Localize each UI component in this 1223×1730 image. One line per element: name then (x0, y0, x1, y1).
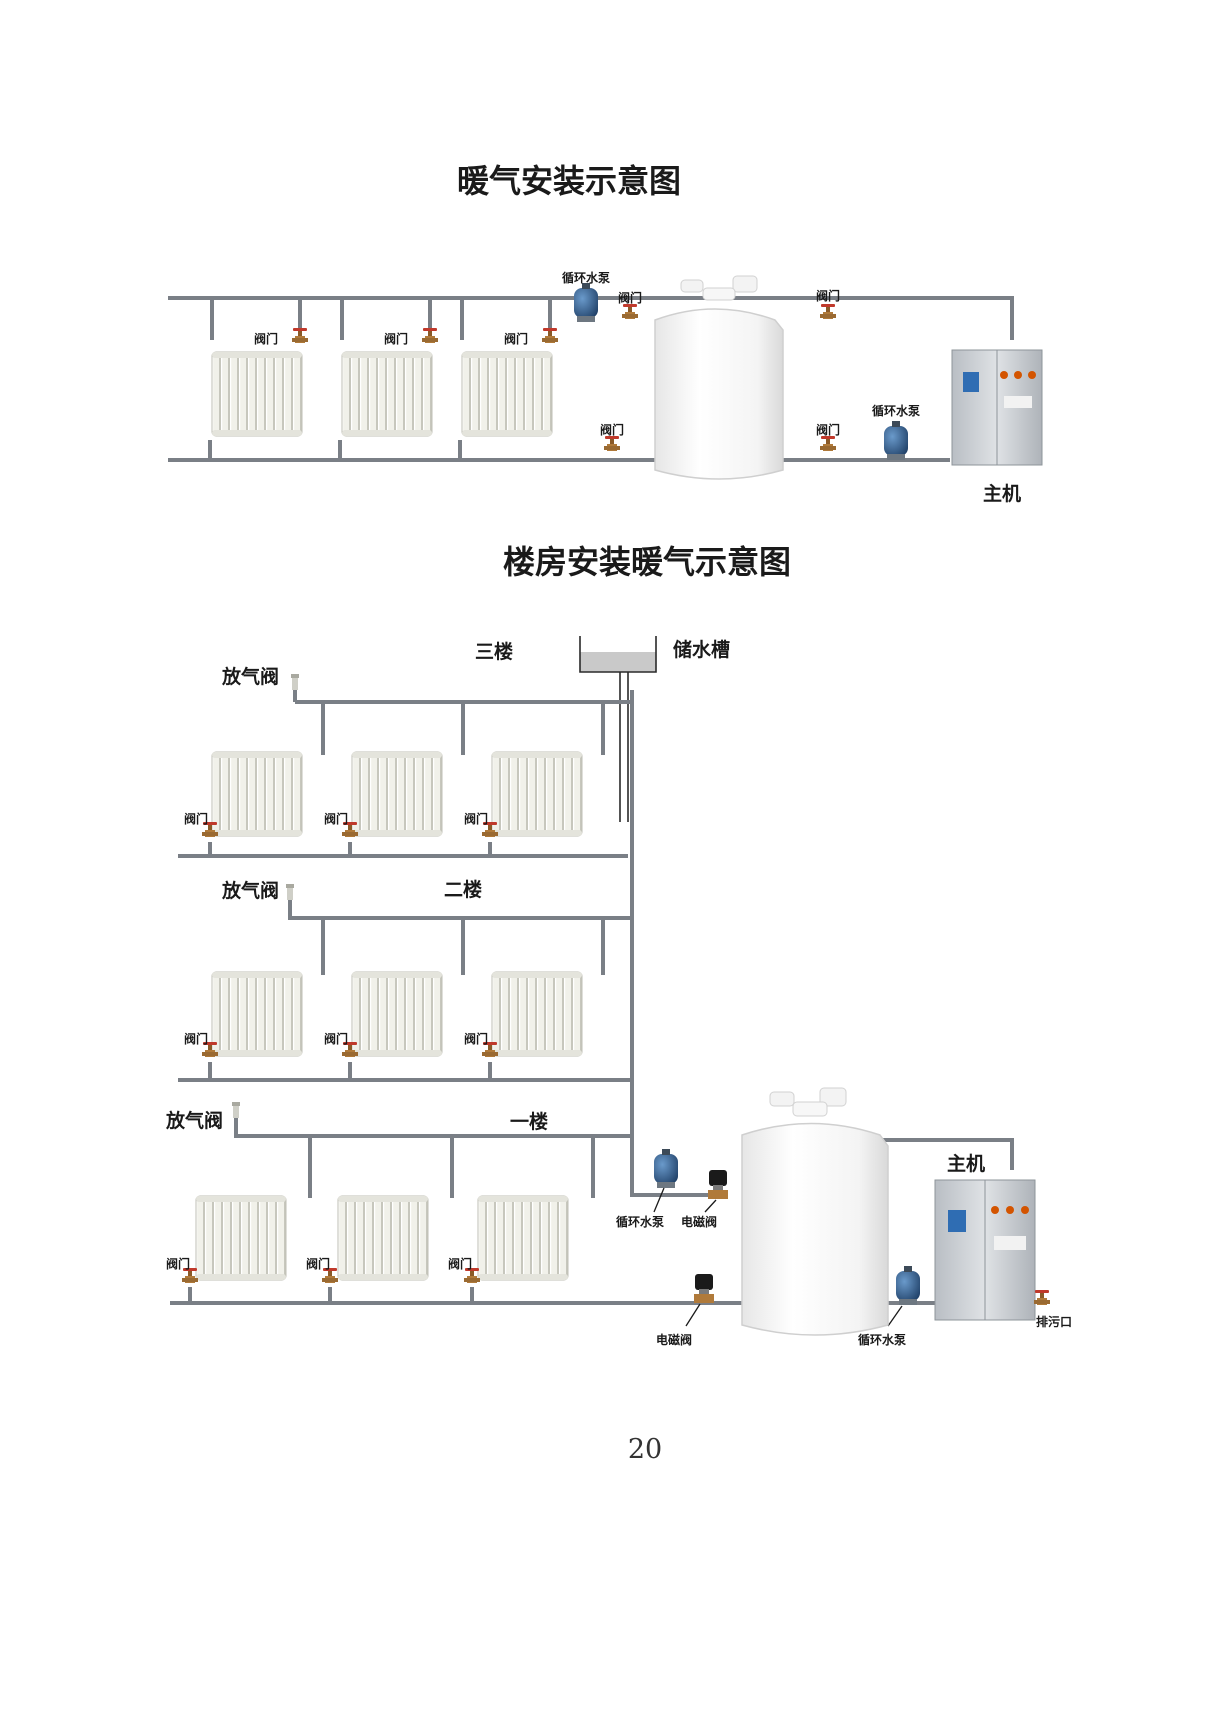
valve-top-right-label: 阀门 (816, 288, 840, 303)
floor2-air-valve-icon (286, 884, 294, 900)
host-cabinet-2 (934, 1179, 1036, 1321)
solenoid-upper-label: 电磁阀 (681, 1214, 717, 1229)
floor1-valve-2-label: 阀门 (306, 1256, 330, 1271)
floor1-air-valve-icon (232, 1102, 240, 1118)
floor3-valve-1-label: 阀门 (184, 811, 208, 826)
solenoid-valve-lower-icon (694, 1274, 714, 1303)
radiator-2 (341, 351, 433, 437)
valve-top-left-icon (622, 304, 638, 319)
radiator-1-valve-icon (292, 328, 308, 343)
diagram2-title: 楼房安装暖气示意图 (503, 543, 791, 581)
floor2-valve-2-label: 阀门 (324, 1031, 348, 1046)
floor1-valve-3-label: 阀门 (448, 1256, 472, 1271)
floor3-radiator-risers (208, 702, 605, 856)
supply-pipe-top (168, 296, 1014, 340)
valve-bottom-left-icon (604, 436, 620, 451)
storage-tank-label: 储水槽 (673, 638, 730, 661)
floor2-valve-3-label: 阀门 (464, 1031, 488, 1046)
floor3-radiator-1 (211, 751, 303, 837)
floor3-valve-3-label: 阀门 (464, 811, 488, 826)
main-riser (630, 690, 720, 1197)
floor3-air-valve-label: 放气阀 (221, 665, 279, 688)
pump-top-label: 循环水泵 (562, 270, 610, 285)
pump-upper-label: 循环水泵 (616, 1214, 664, 1229)
water-tank-1 (654, 275, 784, 480)
radiator-1 (211, 351, 303, 437)
pump-lower-label: 循环水泵 (858, 1332, 906, 1347)
floor3-valve-2-label: 阀门 (324, 811, 348, 826)
host-cabinet-1 (951, 349, 1043, 466)
floor2-air-valve-label: 放气阀 (221, 879, 279, 902)
diagram-simple-heating: 暖气安装示意图 阀门 阀门 阀门 循环水泵 阀门 阀门 阀门 阀门 循环水泵 (168, 162, 1043, 505)
radiator-connections (208, 298, 552, 460)
drain-label: 排污口 (1036, 1314, 1072, 1329)
floor3-air-valve-icon (291, 674, 299, 690)
host-supply-pipe (875, 1138, 1014, 1170)
floor3-radiator-2 (351, 751, 443, 837)
radiator-2-valve-icon (422, 328, 438, 343)
floor2-radiator-3 (491, 971, 583, 1057)
valve-top-right-icon (820, 304, 836, 319)
circulation-pump-bottom-icon (884, 421, 908, 460)
solenoid-lower-label: 电磁阀 (656, 1332, 692, 1347)
valve-label-rad2: 阀门 (384, 331, 408, 346)
floor2-valve-1-label: 阀门 (184, 1031, 208, 1046)
valve-bottom-right-icon (820, 436, 836, 451)
floor1-radiator-2 (337, 1195, 429, 1281)
floor3-radiator-3 (491, 751, 583, 837)
radiator-3-valve-icon (542, 328, 558, 343)
host-label-2: 主机 (947, 1153, 985, 1175)
valve-label-rad3: 阀门 (504, 331, 528, 346)
valve-label-rad1: 阀门 (254, 331, 278, 346)
floor1-valve-1-label: 阀门 (166, 1256, 190, 1271)
valve-bottom-right-label: 阀门 (816, 422, 840, 437)
diagram1-title: 暖气安装示意图 (457, 162, 681, 200)
circulation-pump-lower-icon (896, 1266, 920, 1305)
solenoid-valve-upper-icon (708, 1170, 728, 1199)
circulation-pump-top-icon (574, 283, 598, 322)
floor2-radiator-2 (351, 971, 443, 1057)
floor1-radiator-3 (477, 1195, 569, 1281)
diagram-building-heating: 楼房安装暖气示意图 储水槽 三楼 阀门 阀门 阀门 放气阀 二楼 (165, 543, 1072, 1347)
water-tank-2 (741, 1087, 889, 1336)
radiator-3 (461, 351, 553, 437)
floor1-label: 一楼 (510, 1110, 548, 1133)
floor1-radiator-risers (188, 1136, 595, 1303)
floor3-supply (293, 690, 632, 704)
storage-tank (579, 636, 657, 822)
floor1-radiator-1 (195, 1195, 287, 1281)
floor1-supply (234, 1118, 632, 1138)
pump-bottom-label: 循环水泵 (872, 403, 920, 418)
circulation-pump-upper-icon (654, 1149, 678, 1188)
drain-valve-icon (1034, 1290, 1050, 1305)
floor3-label: 三楼 (475, 640, 513, 663)
page-number: 20 (628, 1434, 662, 1465)
floor2-radiator-1 (211, 971, 303, 1057)
floor2-supply (288, 900, 632, 920)
valve-top-left-label: 阀门 (618, 290, 642, 305)
floor2-radiator-risers (208, 918, 605, 1080)
valve-bottom-left-label: 阀门 (600, 422, 624, 437)
floor1-air-valve-label: 放气阀 (165, 1109, 223, 1132)
host-label-1: 主机 (983, 483, 1021, 505)
floor2-label: 二楼 (444, 878, 482, 901)
